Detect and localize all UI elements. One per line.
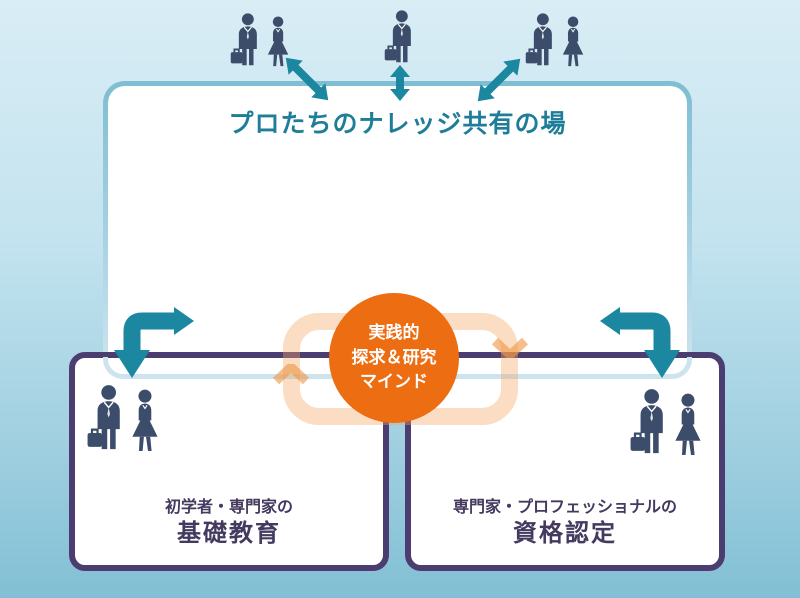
bottom-right-people-group [630,388,707,456]
elbow-arrow-left-icon [106,304,198,386]
businessman-icon [630,388,664,455]
knowledge-box-title: プロたちのナレッジ共有の場 [228,109,567,138]
knowledge-sharing-box [103,81,692,379]
certification-box: 専門家・プロフェッショナルの 資格認定 [405,352,725,571]
certification-label: 専門家・プロフェッショナルの 資格認定 [411,497,719,549]
businesswoman-icon [562,16,584,67]
circle-line-2: 探求＆研究 [351,347,437,368]
basic-education-subtitle: 初学者・専門家の [164,497,293,517]
bottom-left-people-group [87,384,164,452]
certification-subtitle: 専門家・プロフェッショナルの [452,497,677,517]
businessman-icon [230,13,258,67]
circle-line-3: マインド [360,372,428,393]
bidirectional-arrow-center-icon [390,65,410,101]
basic-education-title: 基礎教育 [177,518,281,547]
basic-education-box: 初学者・専門家の 基礎教育 [69,352,389,571]
cycle-up-chevron-icon [273,364,309,384]
top-right-people-group [525,13,589,67]
top-center-person [384,10,417,64]
businessman-icon [384,10,412,64]
elbow-arrow-right-icon [596,304,688,386]
certification-title: 資格認定 [513,518,617,547]
basic-education-label: 初学者・専門家の 基礎教育 [75,497,383,549]
businesswoman-icon [674,393,702,456]
businessman-icon [87,384,121,451]
businessman-icon [525,13,553,67]
cycle-down-chevron-icon [492,338,528,358]
practical-mind-circle: 実践的 探求＆研究 マインド [329,293,459,423]
businesswoman-icon [131,389,159,452]
circle-line-1: 実践的 [368,323,420,344]
